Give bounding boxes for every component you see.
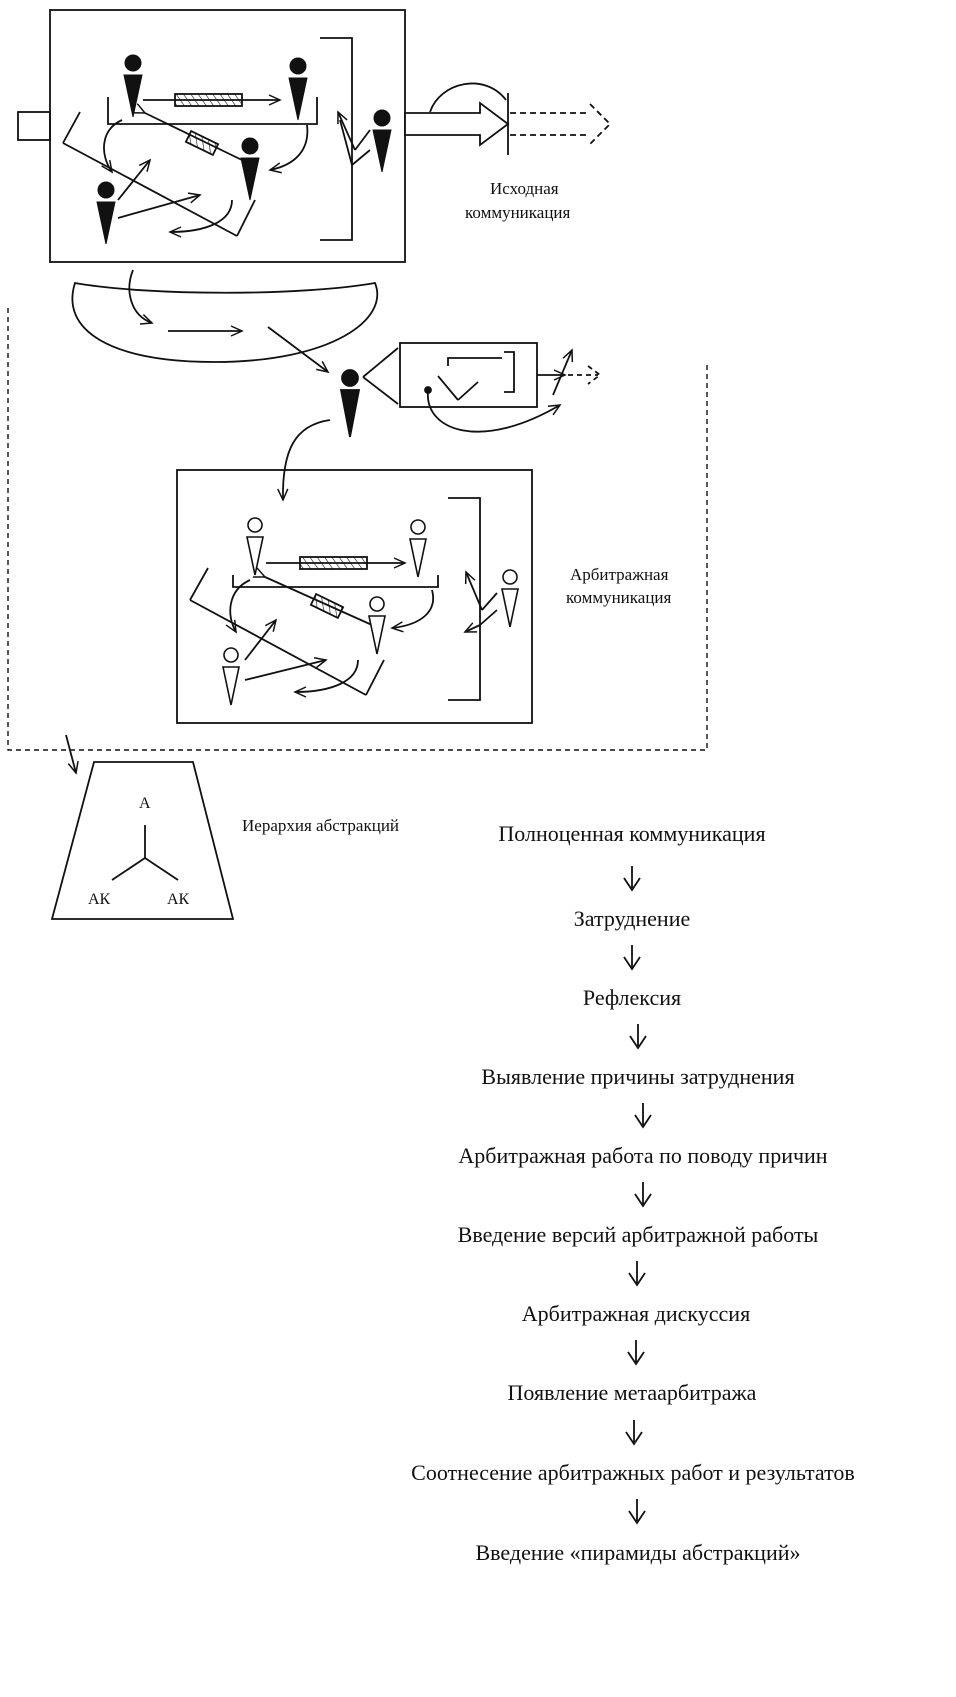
input-port: [17, 111, 51, 141]
observer-group: [277, 342, 602, 502]
down-arrow-icon: [623, 866, 641, 892]
abstraction-pyramid: [50, 734, 235, 920]
label-source-2: коммуникация: [465, 203, 571, 222]
arbitration-frame: [176, 469, 533, 724]
person-icon: [372, 109, 392, 173]
pyramid-left-label: АК: [88, 891, 111, 908]
source-table: [107, 97, 318, 125]
source-diagonal: [62, 142, 238, 237]
down-arrow-icon: [634, 1103, 652, 1129]
source-people: [96, 54, 392, 245]
step-8: Появление метаарбитража: [508, 1380, 757, 1405]
source-bracket: [320, 37, 353, 241]
step-2: Затруднение: [574, 906, 690, 931]
step-3: Рефлексия: [583, 985, 681, 1010]
step-1: Полноценная коммуникация: [498, 821, 765, 846]
down-arrow-icon: [623, 945, 641, 971]
source-communication-block: [17, 9, 406, 263]
person-outline-icon: [409, 519, 427, 578]
person-icon: [123, 54, 143, 118]
person-outline-icon: [246, 517, 264, 576]
down-arrow-icon: [627, 1340, 645, 1366]
step-10: Введение «пирамиды абстракций»: [475, 1540, 800, 1565]
step-5: Арбитражная работа по поводу причин: [458, 1143, 827, 1168]
label-source-1: Исходная: [490, 179, 559, 198]
down-arrow-icon: [628, 1261, 646, 1287]
hierarchy-label: Иерархия абстракций: [242, 816, 399, 835]
step-9: Соотнесение арбитражных работ и результа…: [411, 1460, 855, 1485]
person-outline-icon: [368, 596, 386, 655]
step-6: Введение версий арбитражной работы: [458, 1222, 819, 1247]
arbitration-boundary: [7, 308, 708, 751]
step-7: Арбитражная дискуссия: [522, 1301, 750, 1326]
source-output-arrow: [404, 82, 612, 155]
down-arrow-icon: [625, 1420, 643, 1446]
step-flow: Полноценная коммуникация Затруднение Реф…: [411, 821, 855, 1565]
arbitration-communication-block: [176, 469, 533, 724]
step-arrows: [623, 866, 652, 1525]
person-outline-icon: [222, 647, 240, 706]
mini-frame: [399, 342, 538, 408]
down-arrow-icon: [628, 1499, 646, 1525]
person-icon: [240, 137, 260, 201]
down-arrow-icon: [629, 1024, 647, 1050]
person-icon: [96, 181, 116, 245]
label-arbitration-2: коммуникация: [566, 588, 672, 607]
down-arrow-icon: [634, 1182, 652, 1208]
hatched-bar: [174, 93, 243, 107]
hatched-bar-small: [184, 129, 220, 157]
reflection-bowl: [71, 269, 379, 374]
person-outline-icon: [501, 569, 519, 628]
person-icon: [288, 57, 308, 121]
label-arbitration-1: Арбитражная: [570, 565, 669, 584]
pyramid-right-label: АК: [167, 891, 190, 908]
step-4: Выявление причины затруднения: [481, 1064, 794, 1089]
pyramid-top-label: А: [139, 795, 151, 812]
arbitration-people: [222, 517, 519, 706]
